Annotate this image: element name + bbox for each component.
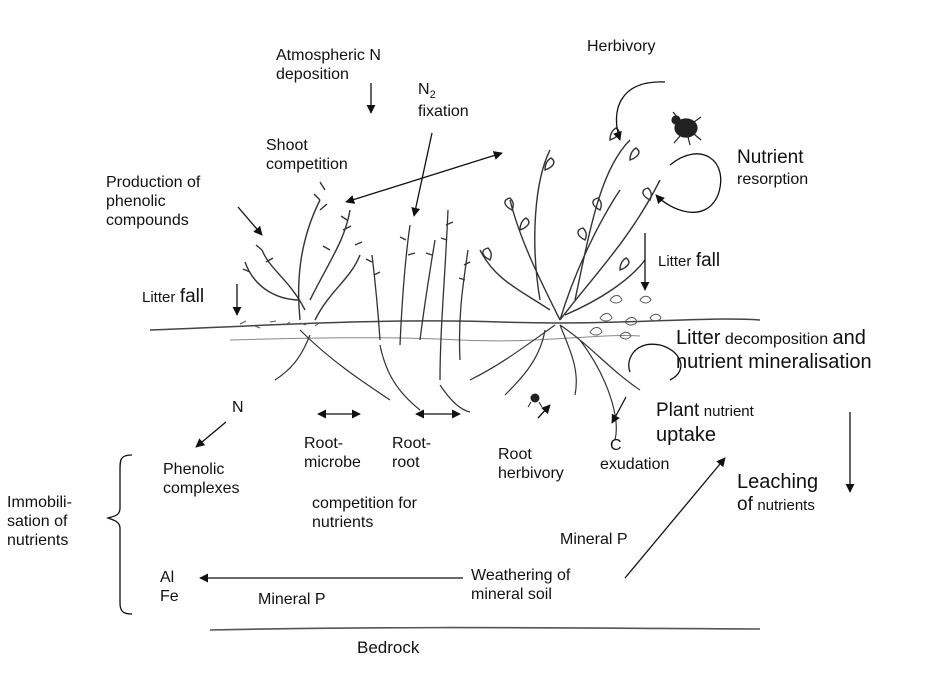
label-herbivory: Herbivory	[587, 37, 655, 56]
label-root-microbe: Root-microbe	[304, 434, 361, 472]
roots	[275, 325, 640, 440]
ground-line	[150, 319, 760, 330]
label-mineral-p-lower: Mineral P	[258, 590, 326, 609]
arrow-shoot-competition	[346, 153, 502, 202]
arrow-resorption-loop	[656, 154, 721, 212]
label-litter-fall-left: Litter fall	[142, 286, 204, 309]
label-litter-decomposition: Litter decomposition and nutrient minera…	[676, 326, 872, 374]
arrow-root-herbivory	[538, 405, 550, 418]
arrow-n2-fixation	[414, 133, 432, 216]
arrow-mineral-p-up	[625, 458, 725, 578]
label-phenolic-production: Production of phenolic compounds	[106, 173, 200, 231]
label-plant-uptake: Plant nutrient uptake	[656, 400, 754, 447]
arrow-phenolic	[238, 207, 262, 235]
arrow-n-phenolic	[196, 422, 226, 447]
label-immobilisation: Immobili- sation of nutrients	[7, 493, 72, 551]
shrub-right	[480, 128, 660, 320]
root-herbivore-icon	[528, 394, 542, 407]
arrow-uptake-loop	[629, 344, 681, 380]
immobilisation-brace	[108, 455, 132, 614]
bedrock-line	[210, 628, 760, 630]
beetle-icon	[672, 112, 701, 145]
label-n: N	[232, 398, 244, 417]
shrub-left	[243, 182, 362, 320]
arrow-herbivory-loop	[616, 82, 665, 140]
label-root-root: Root-root	[392, 434, 431, 472]
label-mineral-p-upper: Mineral P	[560, 530, 628, 549]
label-n2-fixation: N2 fixation	[418, 80, 469, 122]
label-litter-fall-right: Litter fall	[658, 250, 720, 273]
label-bedrock: Bedrock	[357, 638, 419, 658]
label-leaching: Leaching of nutrients	[737, 470, 818, 517]
label-nutrient-resorption: Nutrient resorption	[737, 147, 808, 189]
herbs-middle	[366, 210, 470, 380]
